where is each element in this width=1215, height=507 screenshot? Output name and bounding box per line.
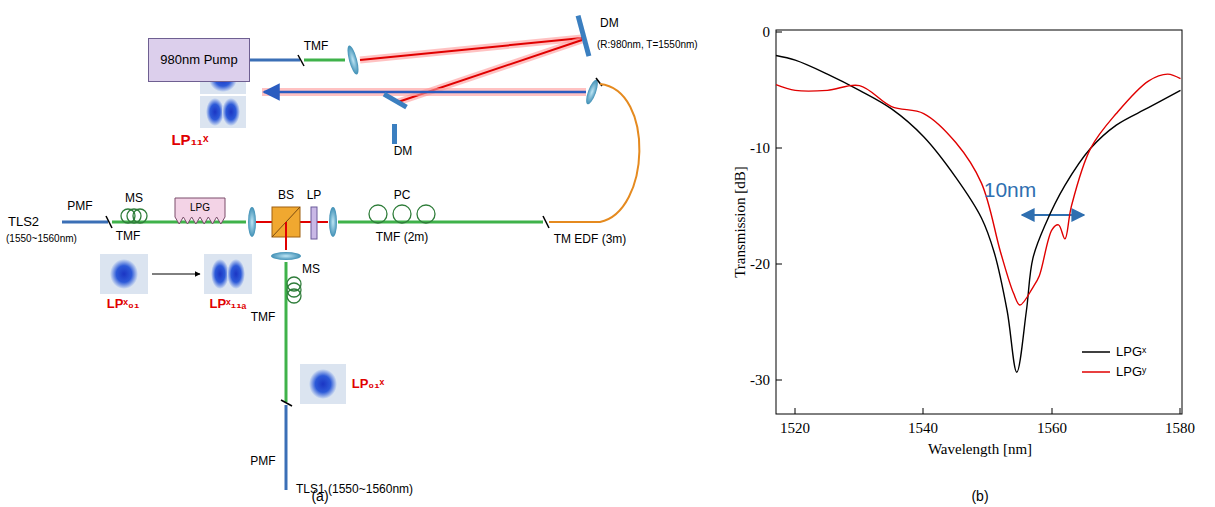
part-label: (1550~1560nm) — [6, 233, 77, 244]
part-label: TMF — [251, 311, 276, 324]
part-label: MS — [302, 263, 320, 276]
part-label: DM — [600, 17, 619, 30]
part-label: MS — [125, 192, 143, 205]
part-label: LP₁₁ˣ — [171, 132, 208, 149]
part-label: LP — [307, 189, 322, 202]
axis-title: Wavelength [nm] — [928, 441, 1032, 458]
tick-label: 0 — [763, 24, 771, 41]
transmission-curve — [776, 74, 1181, 305]
part-label: LPˣ₀₁ — [107, 297, 140, 311]
tick-label: 1520 — [780, 420, 810, 437]
tick-label: 1580 — [1165, 420, 1195, 437]
grating-element: LPG — [174, 197, 226, 225]
tick-label: -20 — [750, 256, 770, 273]
node-label: 980nm Pump — [148, 38, 250, 67]
part-label: LP₀₁ˣ — [352, 377, 385, 391]
tick-label: 1540 — [908, 420, 938, 437]
legend-sample — [1082, 371, 1110, 373]
part-label: LPˣ₁₁ₐ — [209, 297, 246, 311]
legend-sample — [1082, 351, 1110, 353]
tick-label: 1560 — [1037, 420, 1067, 437]
legend-label: LPGˣ — [1116, 345, 1146, 359]
pump-laser-box: 980nm Pump — [148, 38, 250, 82]
part-label: PMF — [250, 455, 275, 468]
part-label: 10nm — [984, 178, 1037, 201]
part-label: TMF (2m) — [376, 231, 429, 244]
part-label: TLS2 — [8, 215, 39, 229]
part-label: BS — [278, 189, 294, 202]
node-label: LPG — [174, 197, 226, 213]
part-label: TM EDF (3m) — [554, 233, 627, 246]
part-label: (R:980nm, T=1550nm) — [597, 39, 698, 50]
part-label: PMF — [67, 200, 92, 213]
part-label: (a) — [311, 489, 328, 504]
part-label: PC — [394, 189, 411, 202]
axis-title: Transmission [dB] — [732, 166, 749, 278]
part-label: TMF — [304, 40, 329, 53]
tick-label: -30 — [750, 372, 770, 389]
legend-label: LPGʸ — [1116, 365, 1146, 379]
tick-label: -10 — [750, 140, 770, 157]
part-label: DM — [394, 145, 413, 158]
part-label: TMF — [116, 230, 141, 243]
transmission-curve — [776, 56, 1181, 373]
part-label: (b) — [971, 489, 988, 504]
